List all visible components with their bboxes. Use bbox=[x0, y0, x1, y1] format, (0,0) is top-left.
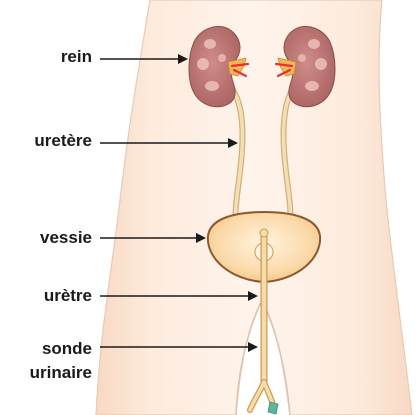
label-rein: rein bbox=[0, 47, 92, 67]
label-sonde-line1: sonde bbox=[0, 337, 92, 361]
label-uretre: urètre bbox=[0, 286, 92, 306]
label-vessie: vessie bbox=[0, 228, 92, 248]
label-sonde-line2: urinaire bbox=[0, 361, 92, 385]
label-sonde-urinaire: sonde urinaire bbox=[0, 337, 92, 385]
body-silhouette bbox=[96, 0, 412, 415]
label-uretere: uretère bbox=[0, 131, 92, 151]
